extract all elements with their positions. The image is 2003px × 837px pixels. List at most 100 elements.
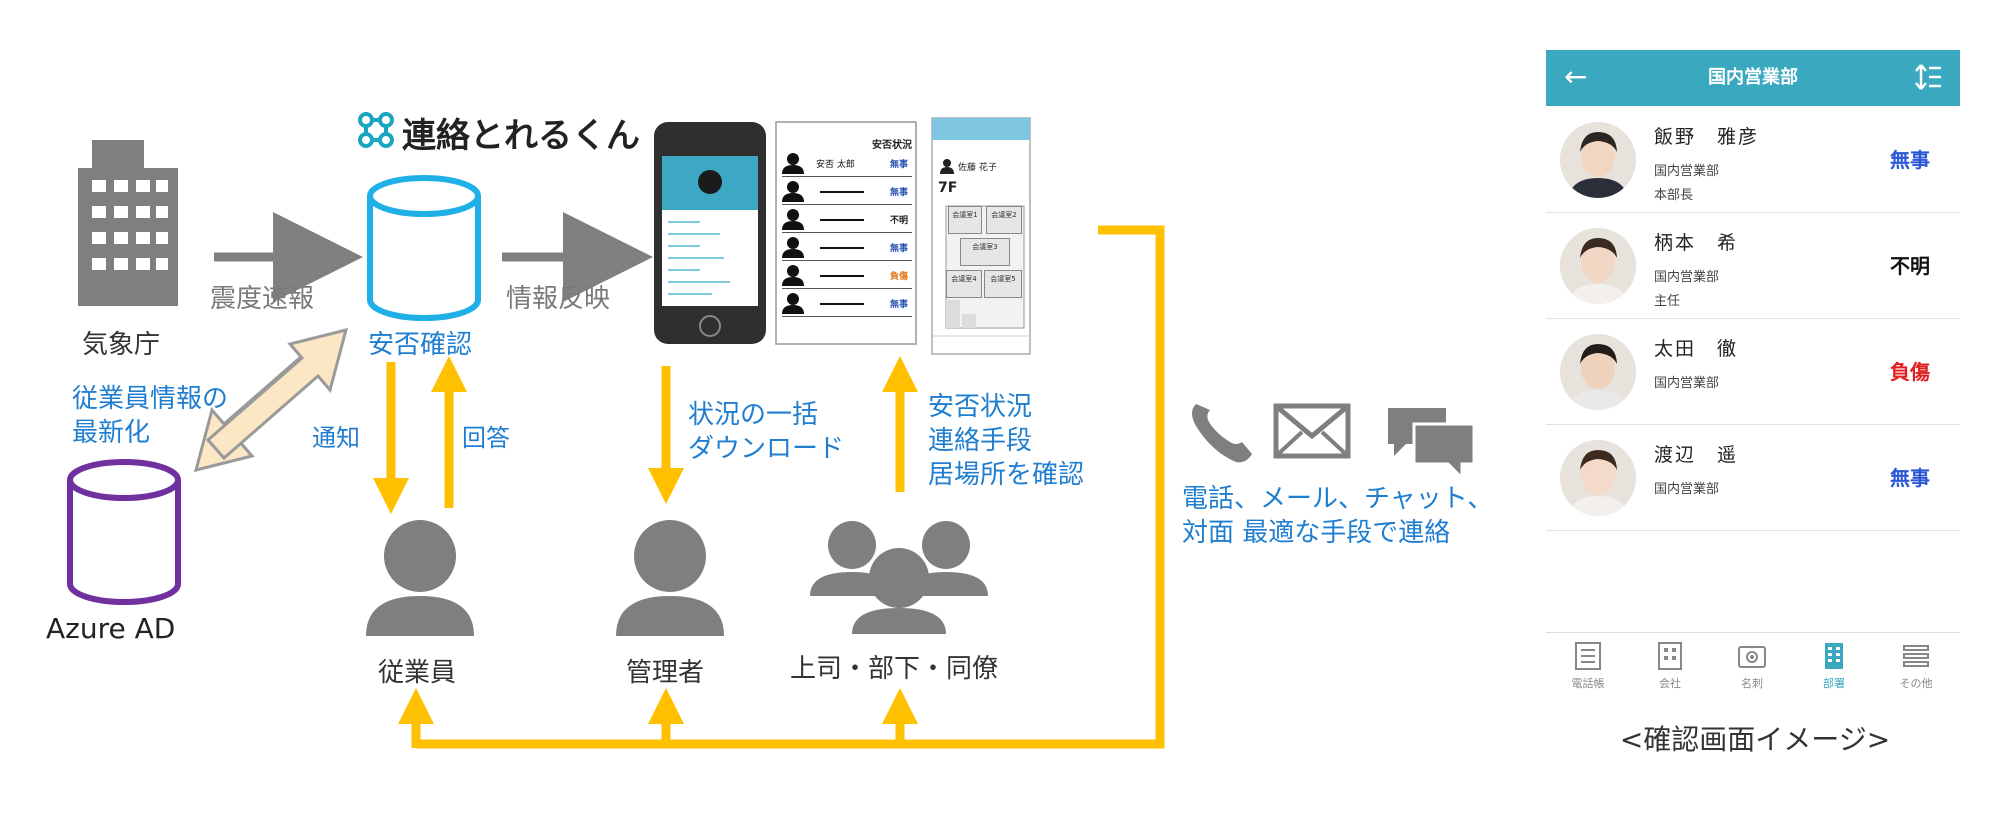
menu-icon bbox=[1903, 645, 1929, 667]
person-row[interactable]: 渡辺 遥国内営業部 無事 bbox=[1546, 424, 1960, 531]
tab-label: 会社 bbox=[1659, 677, 1681, 690]
node-anpi-label: 安否確認 bbox=[368, 330, 473, 360]
floor-person-name: 佐藤 花子 bbox=[958, 163, 997, 173]
status-sheet-status: 不明 bbox=[890, 216, 909, 226]
meeting-room: 会議室5 bbox=[984, 270, 1022, 298]
person-name: 渡辺 遥 bbox=[1654, 444, 1739, 466]
name-placeholder-line bbox=[820, 303, 864, 305]
avatar bbox=[1560, 122, 1636, 198]
edge-quake-label: 震度速報 bbox=[210, 284, 315, 314]
person-status: 不明 bbox=[1890, 254, 1930, 278]
app-header: ← 国内営業部 bbox=[1546, 50, 1960, 106]
name-placeholder-line bbox=[820, 247, 864, 249]
edge-contact-line1: 電話、メール、チャット、 bbox=[1182, 484, 1494, 514]
contact-loop-arrow bbox=[398, 225, 1165, 749]
floor-level: 7F bbox=[938, 180, 958, 196]
person-row[interactable]: 太田 徹国内営業部 負傷 bbox=[1546, 318, 1960, 425]
status-sheet-status: 無事 bbox=[890, 300, 909, 310]
status-sheet-name: 安否 太郎 bbox=[816, 160, 855, 170]
node-admin-label: 管理者 bbox=[626, 658, 705, 688]
sort-icon[interactable] bbox=[1914, 62, 1942, 96]
avatar bbox=[1560, 228, 1636, 304]
person-department: 国内営業部 bbox=[1654, 164, 1720, 179]
edge-download-line1: 状況の一括 bbox=[688, 400, 819, 430]
edge-sync-line1: 従業員情報の bbox=[72, 384, 229, 414]
node-azure-label: Azure AD bbox=[46, 612, 176, 645]
person-title: 本部長 bbox=[1654, 188, 1694, 203]
floor-map-frame bbox=[931, 117, 1031, 355]
phonebook-icon bbox=[1575, 642, 1601, 670]
tab-menu[interactable]: その他 bbox=[1886, 641, 1946, 691]
avatar bbox=[1560, 334, 1636, 410]
status-sheet-status: 無事 bbox=[890, 160, 909, 170]
status-sheet-row: 無事 bbox=[782, 178, 912, 205]
status-sheet-row: 不明 bbox=[782, 206, 912, 233]
person-silhouette-icon bbox=[782, 237, 804, 258]
database-blue-icon bbox=[367, 175, 481, 321]
group-icon bbox=[810, 521, 988, 634]
department-icon bbox=[1825, 643, 1843, 669]
person-name: 太田 徹 bbox=[1654, 338, 1739, 360]
phone-mockup bbox=[654, 122, 766, 344]
person-silhouette-icon bbox=[782, 153, 804, 174]
status-sheet-header: 安否状況 bbox=[872, 140, 912, 151]
person-name: 柄本 希 bbox=[1654, 232, 1739, 254]
edge-answer-label: 回答 bbox=[462, 424, 510, 452]
app-title: 国内営業部 bbox=[1708, 67, 1798, 88]
sync-arrow bbox=[193, 327, 349, 473]
edge-check-line3: 居場所を確認 bbox=[928, 460, 1085, 490]
edge-download-line2: ダウンロード bbox=[688, 434, 845, 464]
phone-icon bbox=[1192, 404, 1252, 463]
person-silhouette-icon bbox=[782, 265, 804, 286]
tab-label: 名刺 bbox=[1741, 677, 1763, 690]
person-status: 無事 bbox=[1890, 148, 1930, 172]
mail-icon bbox=[1273, 403, 1351, 459]
person-silhouette-icon bbox=[782, 181, 804, 202]
tab-building[interactable]: 会社 bbox=[1640, 641, 1700, 691]
person-status: 負傷 bbox=[1890, 360, 1930, 384]
person-row[interactable]: 飯野 雅彦国内営業部本部長 無事 bbox=[1546, 106, 1960, 213]
person-row[interactable]: 柄本 希国内営業部主任不明 bbox=[1546, 212, 1960, 319]
tab-phonebook[interactable]: 電話帳 bbox=[1558, 641, 1618, 691]
edge-check-line2: 連絡手段 bbox=[928, 426, 1033, 456]
meeting-room: 会議室3 bbox=[960, 238, 1010, 266]
person-name: 飯野 雅彦 bbox=[1654, 126, 1760, 148]
status-sheet-status: 無事 bbox=[890, 244, 909, 254]
edge-notify-label: 通知 bbox=[312, 424, 360, 452]
edge-reflect-label: 情報反映 bbox=[506, 284, 611, 314]
name-placeholder-line bbox=[820, 275, 864, 277]
admin-icon bbox=[616, 520, 724, 636]
tab-department[interactable]: 部署 bbox=[1804, 641, 1864, 691]
tab-label: 電話帳 bbox=[1571, 677, 1605, 690]
tab-bar: 電話帳 会社 名刺 部署 その他 bbox=[1546, 632, 1960, 703]
logo-text: 連絡とれるくん bbox=[402, 116, 640, 156]
status-sheet-row: 負傷 bbox=[782, 262, 912, 289]
tab-label: 部署 bbox=[1823, 677, 1845, 690]
status-sheet-row: 無事 bbox=[782, 234, 912, 261]
screen-caption: <確認画面イメージ> bbox=[1619, 723, 1891, 756]
edge-contact-line2: 対面 最適な手段で連絡 bbox=[1182, 518, 1451, 548]
tab-label: その他 bbox=[1899, 677, 1933, 690]
person-silhouette-icon bbox=[782, 209, 804, 230]
person-department: 国内営業部 bbox=[1654, 482, 1720, 497]
person-title: 主任 bbox=[1654, 294, 1681, 309]
status-sheet-status: 負傷 bbox=[890, 272, 909, 282]
node-jma-label: 気象庁 bbox=[82, 330, 161, 360]
avatar bbox=[1560, 440, 1636, 516]
chat-icon bbox=[1388, 408, 1476, 482]
tab-card[interactable]: 名刺 bbox=[1722, 641, 1782, 691]
person-status: 無事 bbox=[1890, 466, 1930, 490]
app-screen: ← 国内営業部 飯野 雅彦国内営業部本部長無事柄本 希国内営業部主任不明太田 徹… bbox=[1546, 50, 1960, 702]
status-sheet-status: 無事 bbox=[890, 188, 909, 198]
database-purple-icon bbox=[67, 459, 181, 605]
node-employee-label: 従業員 bbox=[378, 658, 457, 688]
back-arrow-icon[interactable]: ← bbox=[1564, 60, 1588, 93]
node-colleagues-label: 上司・部下・同僚 bbox=[790, 654, 999, 684]
logo-mark-icon bbox=[356, 110, 396, 150]
edge-sync-line2: 最新化 bbox=[72, 418, 151, 448]
person-department: 国内営業部 bbox=[1654, 376, 1720, 391]
name-placeholder-line bbox=[820, 219, 864, 221]
meeting-room: 会議室1 bbox=[948, 206, 982, 234]
